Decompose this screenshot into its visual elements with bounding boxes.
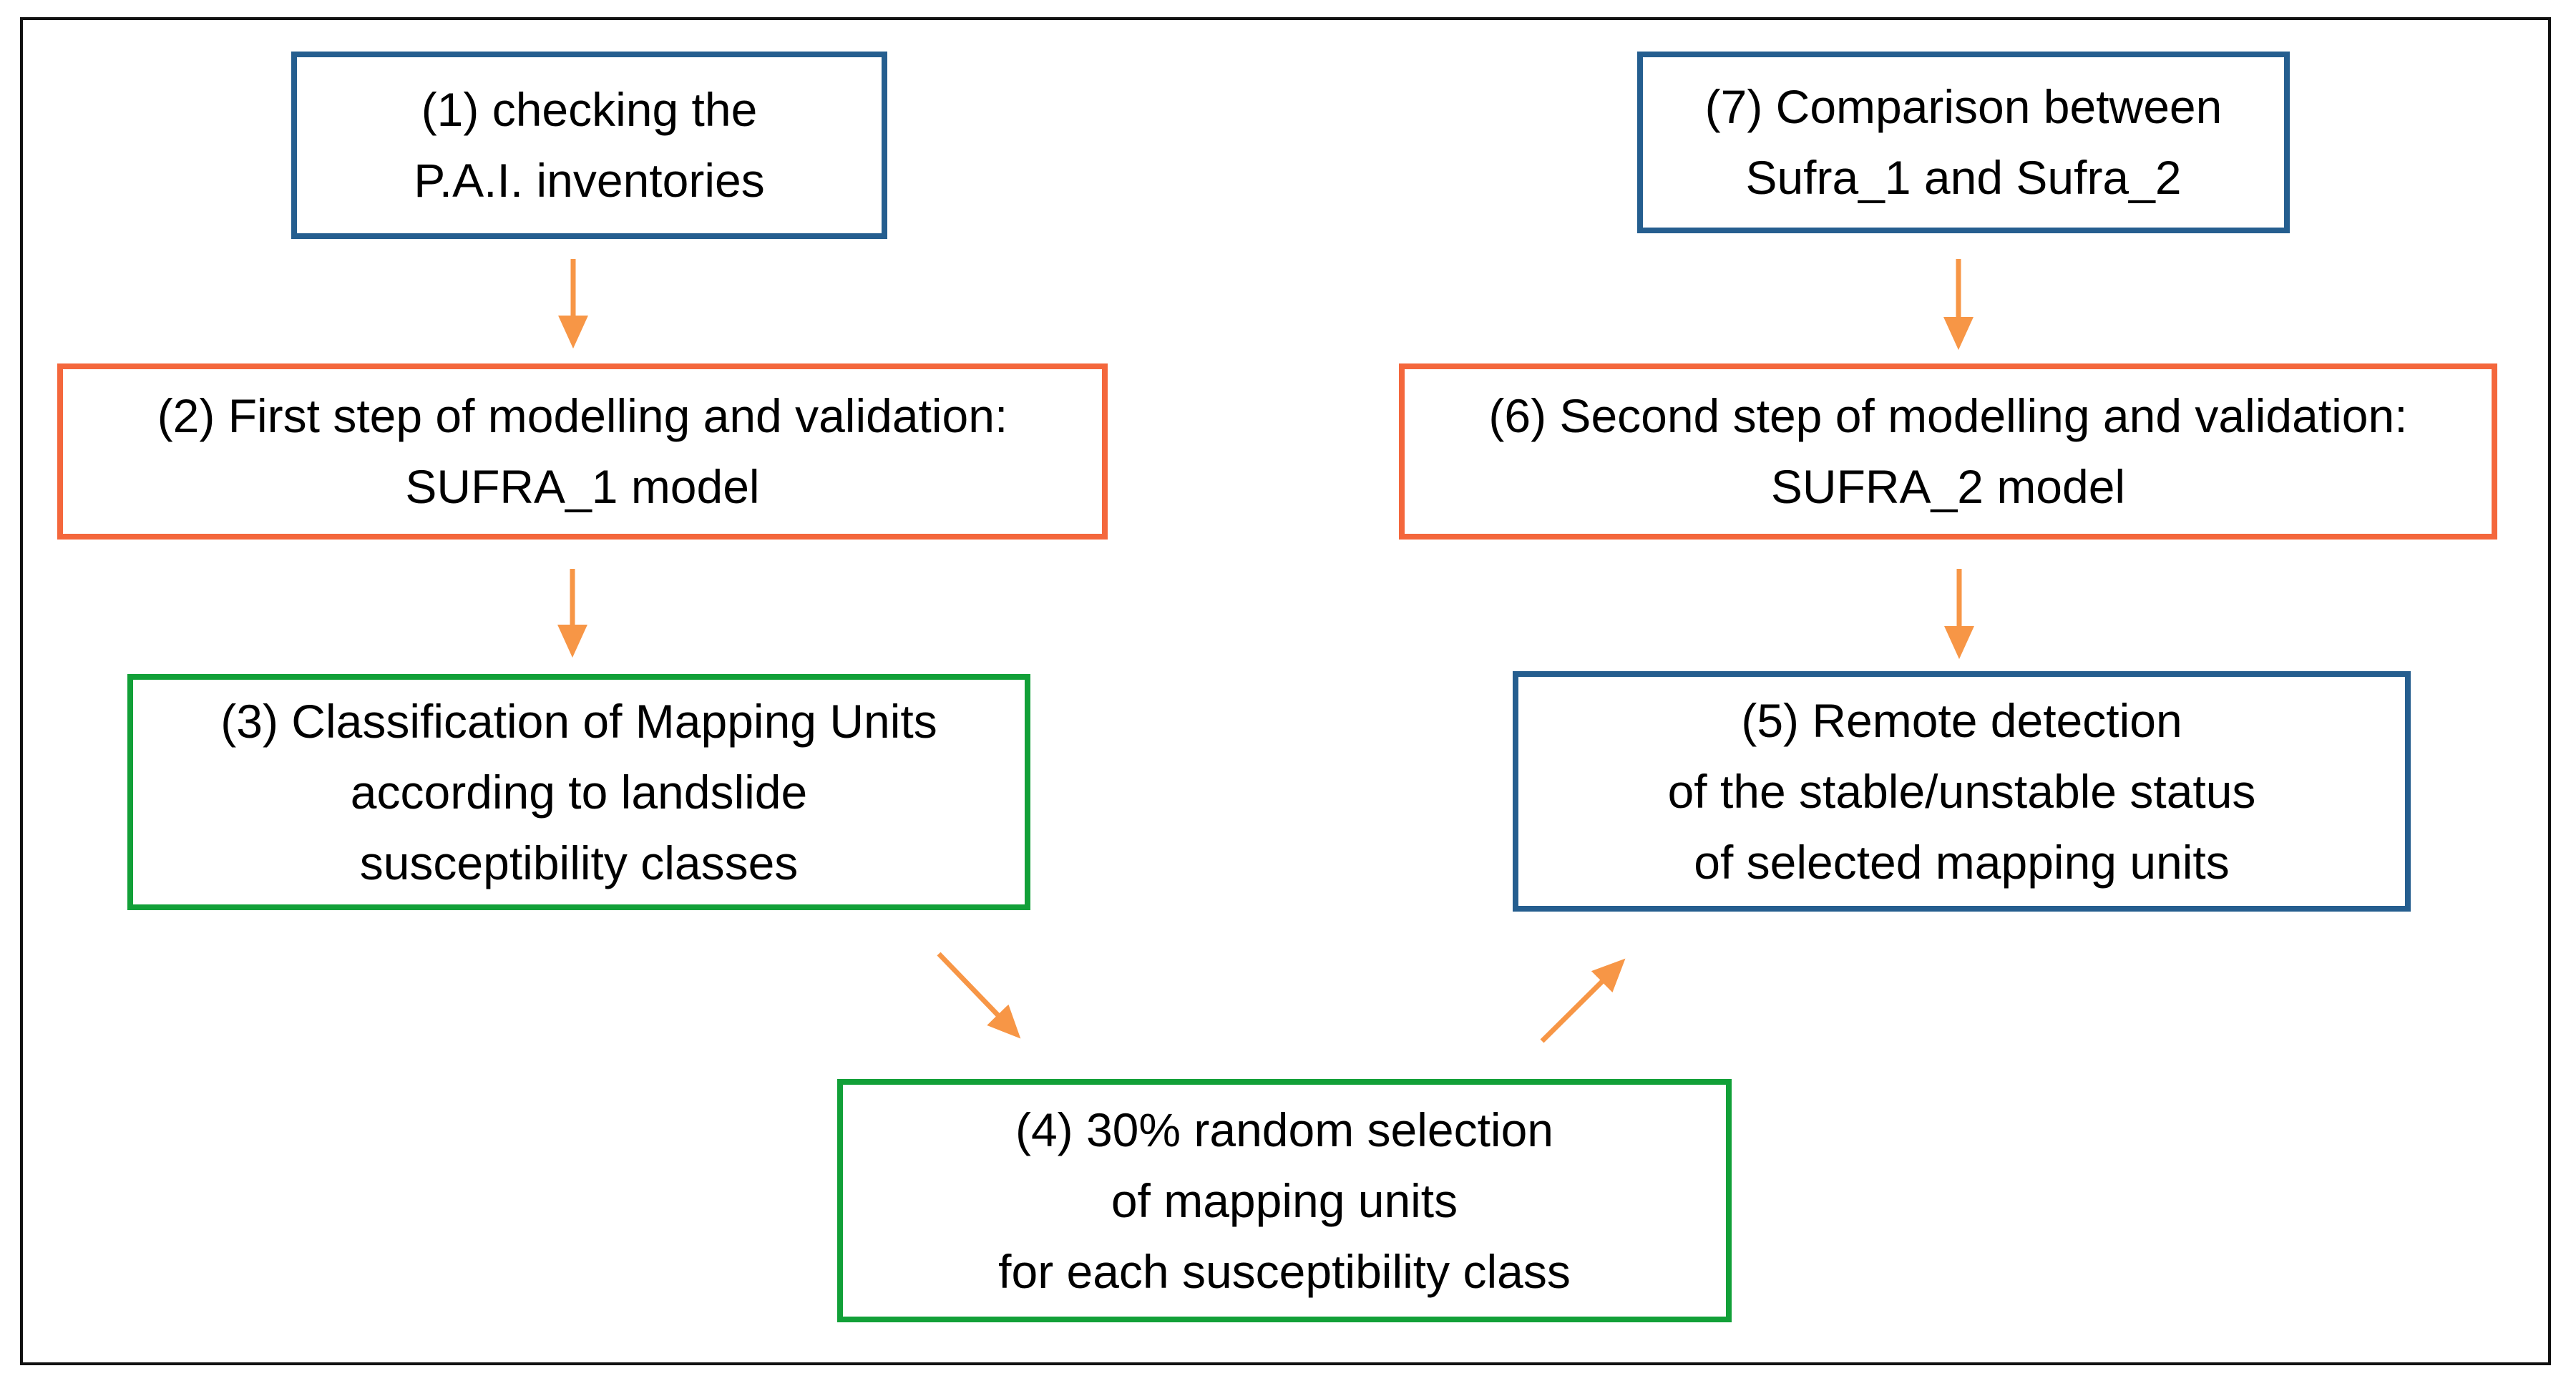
step-box-6-second-modelling: (6) Second step of modelling and validat… (1399, 363, 2497, 540)
step-box-7-comparison: (7) Comparison between Sufra_1 and Sufra… (1637, 52, 2290, 233)
step-box-5-line: of selected mapping units (1694, 835, 2230, 889)
step-box-3-line: according to landslide (350, 765, 808, 819)
step-box-6-line: (6) Second step of modelling and validat… (1488, 389, 2408, 442)
step-box-6-line: SUFRA_2 model (1770, 460, 2126, 513)
step-box-5-line: of the stable/unstable status (1667, 764, 2256, 818)
step-box-2-first-modelling: (2) First step of modelling and validati… (57, 363, 1108, 540)
outer-frame (20, 17, 2551, 1365)
step-box-4-line: (4) 30% random selection (1015, 1103, 1554, 1156)
step-box-4-line: of mapping units (1111, 1173, 1458, 1227)
step-box-3-classification: (3) Classification of Mapping Units acco… (127, 674, 1030, 910)
step-box-5-remote-detection: (5) Remote detection of the stable/unsta… (1513, 671, 2411, 912)
step-box-1-line: P.A.I. inventories (414, 154, 765, 207)
step-box-4-line: for each susceptibility class (998, 1244, 1571, 1298)
step-box-2-line: (2) First step of modelling and validati… (157, 389, 1008, 442)
step-box-5-line: (5) Remote detection (1741, 693, 2182, 747)
step-box-7-line: (7) Comparison between (1704, 80, 2223, 133)
step-box-1-line: (1) checking the (421, 83, 758, 136)
step-box-3-line: susceptibility classes (359, 836, 799, 889)
step-box-7-line: Sufra_1 and Sufra_2 (1745, 151, 2182, 204)
step-box-3-line: (3) Classification of Mapping Units (220, 694, 937, 748)
step-box-2-line: SUFRA_1 model (405, 460, 760, 513)
step-box-4-random-selection: (4) 30% random selection of mapping unit… (837, 1079, 1732, 1322)
step-box-1-checking-inventories: (1) checking the P.A.I. inventories (291, 52, 887, 239)
